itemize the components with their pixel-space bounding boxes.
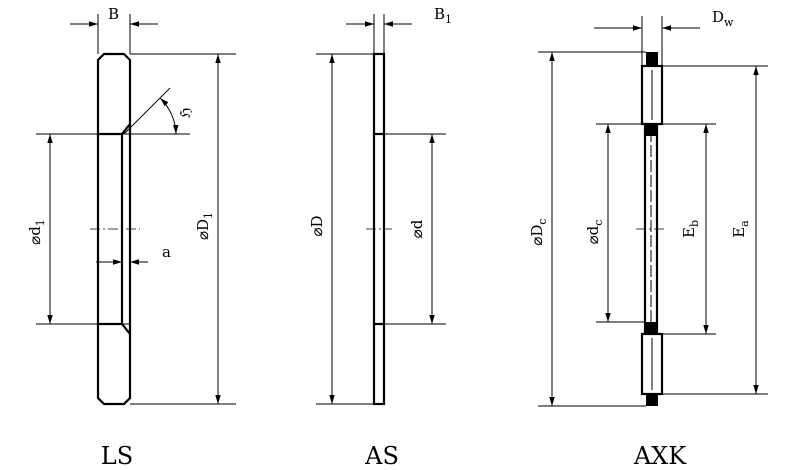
ls-angle-label: ℌ — [178, 108, 194, 119]
ls-section-bottom — [96, 322, 132, 406]
axk-Dc-label: ⌀Dc — [528, 218, 549, 245]
as-section-top — [372, 52, 386, 136]
ls-d1-label: ⌀d1 — [26, 219, 47, 245]
as-washer: B1 ⌀D ⌀d AS — [308, 5, 452, 470]
as-d-label: ⌀d — [408, 219, 426, 238]
as-section-bottom — [372, 322, 386, 406]
ls-D1-label: ⌀D1 — [194, 212, 215, 240]
axk-caption: AXK — [633, 442, 687, 470]
axk-dw-label: Dw — [712, 8, 734, 29]
as-b1-label: B1 — [434, 5, 452, 26]
as-caption: AS — [364, 442, 399, 470]
axk-cage-top-lip — [646, 52, 658, 66]
ls-washer: B ⌀d1 ⌀D1 ℌ a LS — [26, 5, 236, 470]
ls-b-label: B — [108, 5, 119, 23]
ls-section-top — [96, 52, 132, 136]
ls-caption: LS — [101, 442, 133, 470]
as-D-label: ⌀D — [308, 215, 326, 236]
axk-cage-bottom-lip — [646, 394, 658, 406]
axk-cage: Dw ⌀Dc ⌀dc Eb Ea AXK — [528, 8, 768, 470]
axk-Ea-label: Ea — [730, 220, 751, 238]
axk-dc-label: ⌀dc — [584, 220, 605, 245]
ls-a-label: a — [162, 243, 171, 261]
axk-Eb-label: Eb — [680, 220, 701, 238]
